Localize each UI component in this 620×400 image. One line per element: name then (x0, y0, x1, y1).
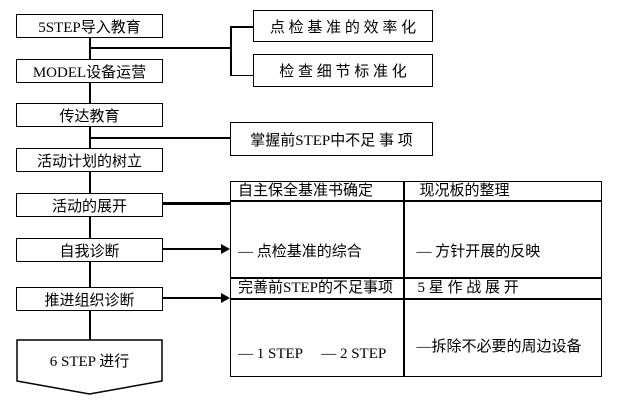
table-item: — 点检基准的综合 (238, 244, 362, 260)
flow-step-5-box: 活动的展开 (16, 193, 163, 217)
connector-thick-line (163, 202, 231, 205)
table-item: —拆除不必要的周边设备 (416, 339, 582, 355)
flow-trunk-line (89, 37, 91, 340)
flow-step-4-label: 活动计划的树立 (36, 153, 142, 170)
table-body-statusboard: — 方针开展的反映 — LINE特征的表现 — 目标明确化和意志表现 (405, 201, 602, 277)
flow-step-7-label: 推进组织诊断 (44, 292, 135, 309)
table-body-standards: — 点检基准的综合 — 有关部品的点检 （保全，品质，安全） (231, 201, 403, 277)
table-row-line-2 (231, 277, 601, 279)
branch-line-to-grasp-box (89, 137, 231, 139)
arrowhead-icon (221, 293, 230, 303)
table-row-line-3 (231, 298, 601, 300)
table-item: — 方针开展的反映 (416, 244, 541, 260)
table-header-prev-step: 完善前STEP的不足事项 (238, 280, 394, 296)
flow-step-3-box: 传达教育 (16, 103, 163, 127)
bracket-line (230, 26, 232, 76)
callout-label: 检 查 细 节 标 准 化 (279, 64, 407, 80)
flow-step-1-label: 5STEP导入教育 (38, 19, 141, 36)
flow-step-2-box: MODEL设备运营 (16, 59, 163, 83)
flow-step-6-box: 自我诊断 (16, 238, 163, 262)
table-item: — 1 STEP — 2 STEP (238, 346, 387, 362)
connector-arrow2-line (163, 297, 223, 299)
bracket-stub-bottom (230, 74, 254, 76)
flow-step-4-box: 活动计划的树立 (16, 148, 163, 172)
table-header-5star-battle: 5 星 作 战 展 开 (417, 280, 519, 296)
table-body-5star-battle: —拆除不必要的周边设备 —OIL PAN除去 — 整理，整顿 (405, 299, 602, 376)
flow-step-1-box: 5STEP导入教育 (16, 14, 163, 38)
callout-box-check-standardization: 检 查 细 节 标 准 化 (253, 54, 433, 87)
flow-step-3-label: 传达教育 (59, 108, 120, 125)
callout-label: 点 检 基 准 的 效 率 化 (269, 19, 417, 36)
table-row-line-1 (231, 200, 601, 202)
flow-step-6-label: 自我诊断 (59, 243, 120, 260)
arrowhead-icon (221, 244, 230, 254)
table-header-standards: 自主保全基准书确定 (238, 183, 374, 199)
flow-step-5-label: 活动的展开 (51, 198, 127, 215)
flow-step-2-label: MODEL设备运营 (32, 64, 147, 81)
branch-line-to-bracket (89, 47, 231, 49)
callout-box-grasp-shortcomings: 掌握前STEP中不足 事 项 (230, 122, 433, 156)
callout-box-inspection-efficiency: 点 检 基 准 的 效 率 化 (253, 10, 433, 42)
connector-arrow1-line (163, 248, 223, 250)
table-header-statusboard: 现况板的整理 (419, 183, 510, 199)
flow-terminal-label: 6 STEP 进行 (49, 353, 130, 370)
table-body-prev-step: — 1 STEP — 2 STEP — 3 STEP — 4 STEP (231, 299, 403, 376)
table-column-divider (403, 182, 405, 376)
callout-label: 掌握前STEP中不足 事 项 (250, 132, 413, 149)
flow-step-7-box: 推进组织诊断 (16, 287, 163, 311)
bracket-stub-top (230, 26, 254, 28)
flow-terminal-shape (16, 339, 163, 395)
detail-table: 自主保全基准书确定 现况板的整理 — 点检基准的综合 — 有关部品的点检 （保全… (230, 181, 602, 377)
